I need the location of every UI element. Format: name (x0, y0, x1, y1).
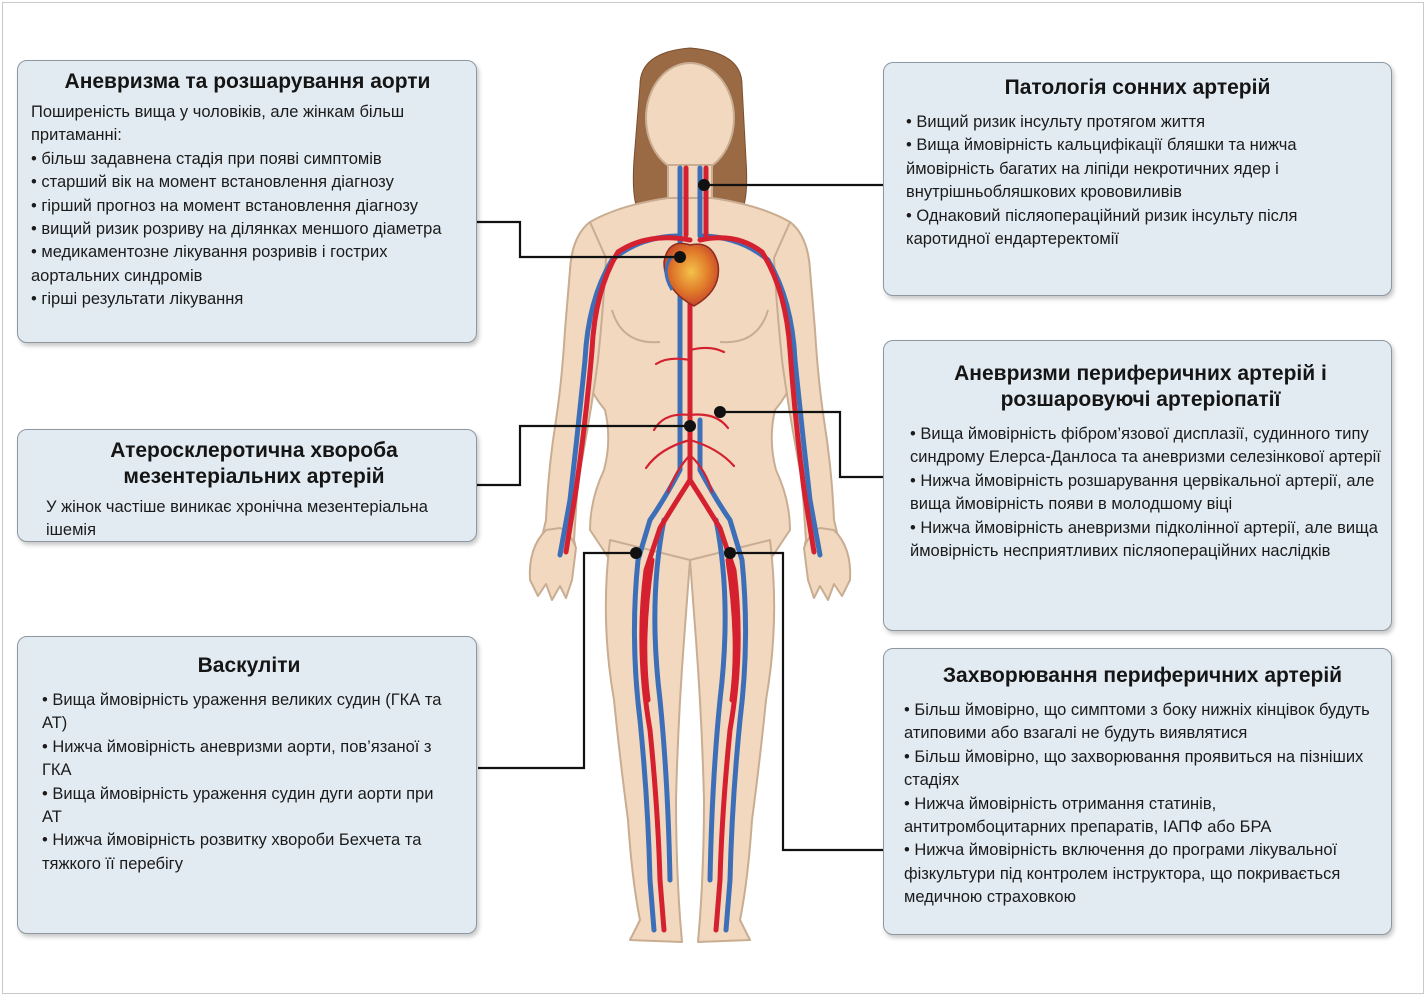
list-item: • Вища ймовірність ураження судин дуги а… (42, 784, 434, 827)
vasculitis-title: Васкуліти (197, 654, 301, 677)
list-item: • Нижча ймовірність аневризми аорти, пов… (42, 737, 432, 780)
mesenteric-box: Атеросклеротична хвороба мезентеріальних… (17, 429, 477, 542)
peripheral-aneurysm-title: Аневризми периферичних артерій і розшаро… (954, 362, 1327, 411)
connector-dot-vasculitis (630, 547, 642, 559)
carotid-list: • Вищий ризик інсульту протягом життя • … (906, 111, 1369, 251)
aorta-intro: Поширеність вища у чоловіків, але жінкам… (31, 103, 405, 145)
list-item: • гірші результати лікування (31, 290, 244, 309)
vasculitis-list: • Вища ймовірність ураження великих суди… (42, 689, 456, 876)
pad-box: Захворювання периферичних артерій • Біль… (883, 648, 1392, 935)
pad-title: Захворювання периферичних артерій (942, 664, 1343, 687)
list-item: • Вища ймовірність ураження великих суди… (42, 691, 442, 733)
list-item: • Нижча ймовірність розшарування цервіка… (910, 471, 1375, 514)
artery-network (563, 165, 817, 933)
peripheral-aneurysm-list: • Вища ймовірність фібром’язової дисплаз… (910, 423, 1381, 563)
connector-lines (476, 183, 884, 852)
list-item: • Більш ймовірно, що симптоми з боку ниж… (904, 701, 1370, 743)
aorta-title: Аневризма та розшарування аорти (64, 70, 431, 93)
list-item: • Вищий ризик інсульту протягом життя (906, 113, 1206, 131)
carotid-title: Патологія сонних артерій (1004, 76, 1271, 99)
list-item: • Нижча ймовірність розвитку хвороби Бех… (42, 831, 422, 873)
connector-dot-peripheral-aneurysm (714, 406, 726, 418)
list-item: • Однаковий післяопераційний ризик інсул… (906, 206, 1298, 249)
list-item: • вищий ризик розриву на ділянках меншог… (31, 220, 442, 239)
list-item: • Нижча ймовірність отримання статинів, … (904, 794, 1272, 837)
pad-list: • Більш ймовірно, що симптоми з боку ниж… (904, 699, 1381, 910)
connector-dots (630, 179, 736, 559)
carotid-box: Патологія сонних артерій • Вищий ризик і… (883, 62, 1392, 296)
aorta-list: • більш задавнена стадія при появі симпт… (31, 148, 464, 312)
list-item: • медикаментозне лікування розривів і го… (31, 243, 388, 285)
connector-dot-carotid (698, 179, 710, 191)
list-item: • більш задавнена стадія при появі симпт… (31, 149, 382, 168)
connector-dot-pad (724, 547, 736, 559)
list-item: • Нижча ймовірність включення до програм… (904, 841, 1341, 907)
peripheral-aneurysm-box: Аневризми периферичних артерій і розшаро… (883, 340, 1392, 631)
list-item: • Нижча ймовірність аневризми підколінно… (910, 518, 1378, 561)
connector-dot-aorta (674, 251, 686, 263)
list-item: • гірший прогноз на момент встановлення … (31, 196, 419, 215)
list-item: • Вища ймовірність фібром’язової дисплаз… (910, 425, 1381, 467)
list-item: • Вища ймовірність кальцифікації бляшки … (906, 136, 1297, 202)
list-item: • старший вік на момент встановлення діа… (31, 173, 394, 192)
connector-dot-mesenteric (684, 420, 696, 432)
mesenteric-title: Атеросклеротична хвороба мезентеріальних… (110, 439, 398, 488)
body-silhouette (528, 62, 852, 943)
list-item: • Більш ймовірно, що захворювання прояви… (904, 747, 1364, 790)
vasculitis-box: Васкуліти • Вища ймовірність ураження ве… (17, 636, 477, 934)
aorta-box: Аневризма та розшарування аорти Поширені… (17, 60, 477, 343)
mesenteric-text: У жінок частіше виникає хронічна мезенте… (46, 498, 428, 540)
